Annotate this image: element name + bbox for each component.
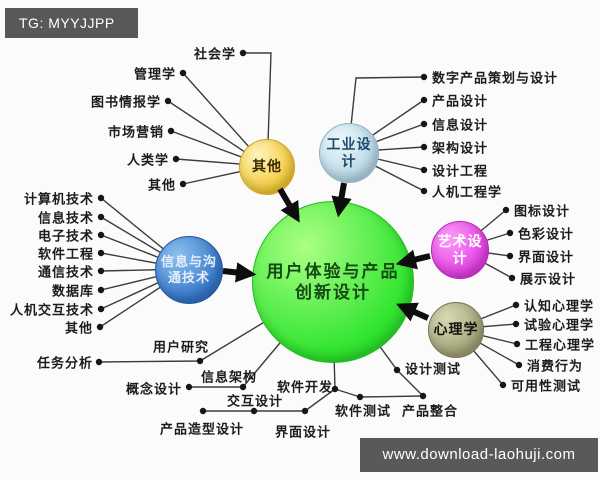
- bullet-dot: [356, 393, 364, 401]
- header-badge: TG: MYYJJPP: [5, 8, 138, 38]
- bullet-dot: [420, 143, 428, 151]
- bullet-dot: [185, 383, 193, 391]
- bullet-dot: [167, 127, 175, 135]
- branch-arrow: [277, 187, 300, 223]
- bullet-dot: [420, 187, 428, 195]
- bullet-dot: [250, 407, 258, 415]
- bullet-dot: [239, 383, 247, 391]
- branch-arrow: [331, 182, 352, 218]
- bullet-dot: [96, 323, 104, 331]
- center-connector-line: [396, 369, 424, 397]
- bullet-dot: [502, 206, 510, 214]
- branch-arrow: [395, 249, 431, 270]
- bullet-dot: [97, 249, 105, 257]
- bullet-dot: [179, 180, 187, 188]
- bullet-dot: [420, 96, 428, 104]
- bullet-dot: [164, 97, 172, 105]
- bullet-dot: [508, 274, 516, 282]
- bullet-dot: [515, 361, 523, 369]
- bullet-dot: [97, 213, 105, 221]
- branch-arrow: [396, 302, 430, 322]
- bullet-dot: [97, 231, 105, 239]
- bullet-dot: [419, 392, 427, 400]
- bullet-dot: [420, 166, 428, 174]
- bullet-dot: [420, 73, 428, 81]
- bullet-dot: [239, 49, 247, 57]
- bullet-dot: [97, 267, 105, 275]
- bullet-dot: [506, 229, 514, 237]
- bullet-dot: [97, 286, 105, 294]
- bullet-dot: [172, 155, 180, 163]
- bullet-dot: [512, 320, 520, 328]
- bullet-dot: [513, 340, 521, 348]
- connector-line: [243, 52, 272, 144]
- watermark-banner: www.download-laohuji.com: [360, 438, 598, 472]
- bullet-dot: [199, 407, 207, 415]
- center-connector-line: [359, 395, 424, 398]
- bullet-dot: [97, 305, 105, 313]
- bullet-dot: [179, 69, 187, 77]
- bullet-dot: [420, 120, 428, 128]
- bullet-dot: [95, 358, 103, 366]
- bullet-dot: [506, 252, 514, 260]
- bullet-dot: [196, 357, 204, 365]
- branch-arrow: [222, 262, 257, 283]
- center-connector-line: [334, 388, 361, 398]
- bullet-dot: [512, 301, 520, 309]
- connector-line: [350, 76, 425, 127]
- bullet-dot: [301, 407, 309, 415]
- bullet-dot: [393, 366, 401, 374]
- bullet-dot: [331, 385, 339, 393]
- bullet-dot: [499, 381, 507, 389]
- bullet-dot: [97, 194, 105, 202]
